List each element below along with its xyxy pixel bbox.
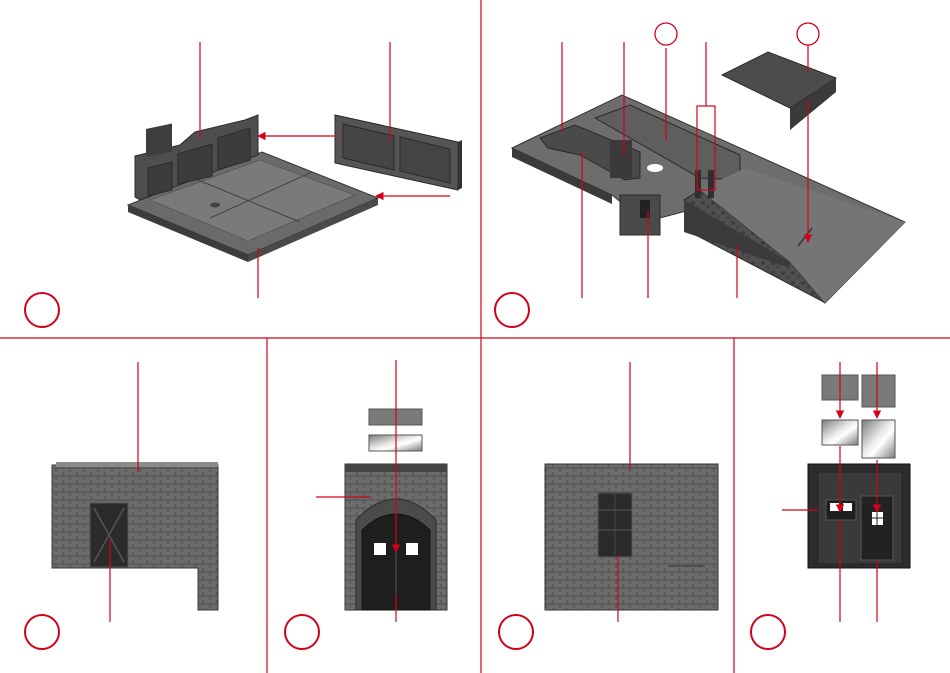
panel-terrain-base	[495, 23, 905, 327]
step-circle	[499, 615, 533, 649]
panel-side-wall-door	[25, 362, 218, 649]
step-circle	[495, 293, 529, 327]
step-circle	[751, 615, 785, 649]
part-callout-circle	[797, 23, 819, 45]
panel-shutter-wall	[499, 362, 718, 649]
window-glass-part	[822, 420, 858, 445]
panel-gate-wall	[285, 360, 447, 649]
part-callout-circle	[655, 23, 677, 45]
step-circle	[285, 615, 319, 649]
step-circle	[25, 293, 59, 327]
panel-window-door-wall	[751, 362, 910, 649]
door-glass-part	[862, 420, 895, 458]
brick-wall	[52, 465, 218, 610]
step-circle	[25, 615, 59, 649]
door-glass-part	[862, 375, 895, 407]
panel-floor-and-walls	[25, 42, 462, 327]
